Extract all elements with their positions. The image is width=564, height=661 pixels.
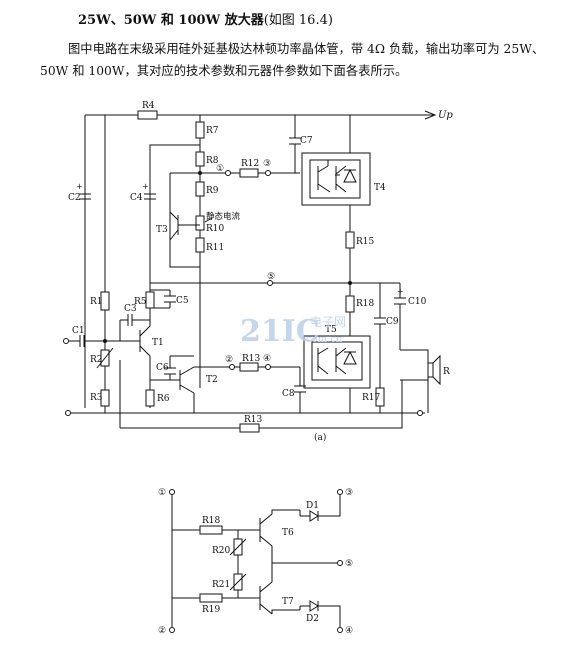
label-r10: R10 <box>206 224 225 234</box>
label-r13: R13 <box>242 354 261 364</box>
label-r14: R13 <box>244 415 263 425</box>
label-c2: C2 <box>68 193 81 203</box>
circuit-b: ① ② R18 R19 R20 R21 T6 T7 D1 ③ <box>158 488 353 636</box>
label-r8: R8 <box>206 156 219 166</box>
label-r19-b: R19 <box>202 605 221 615</box>
label-t5: T5 <box>325 325 337 335</box>
label-c4: C4 <box>130 193 143 203</box>
label-c8: C8 <box>282 389 295 399</box>
label-c7: C7 <box>300 136 313 146</box>
node-1-b: ① <box>158 488 166 498</box>
watermark-main: 21IC <box>240 314 320 349</box>
label-r11: R11 <box>206 243 224 253</box>
label-c3: C3 <box>124 304 137 314</box>
circuit-a: Up R4 C2 + R13 R1 R2 R3 C1 <box>63 101 453 443</box>
label-r12: R12 <box>241 159 259 169</box>
label-r3: R3 <box>90 393 103 403</box>
svg-text:+: + <box>76 182 83 191</box>
node-3-a: ③ <box>263 159 271 169</box>
watermark: 21IC 电子网 com.cn <box>240 314 346 349</box>
watermark-sub-2: com.cn <box>306 334 343 345</box>
watermark-sub-1: 电子网 <box>310 315 346 329</box>
label-r18: R18 <box>356 299 375 309</box>
label-c10: C10 <box>408 297 427 307</box>
label-c6: C6 <box>156 363 169 373</box>
label-r21-b: R21 <box>212 580 230 590</box>
node-1-a: ① <box>216 164 224 174</box>
node-4-b: ④ <box>345 626 353 636</box>
label-r2: R2 <box>90 355 103 365</box>
title-text: 25W、50W 和 100W 放大器 <box>78 13 264 28</box>
section-title: 25W、50W 和 100W 放大器(如图 16.4) <box>78 9 333 28</box>
label-t4: T4 <box>374 183 386 193</box>
label-t1: T1 <box>152 338 164 348</box>
supply-label: Up <box>438 110 453 121</box>
label-r15: R15 <box>356 237 375 247</box>
label-r6: R6 <box>157 394 170 404</box>
label-r4: R4 <box>142 101 155 111</box>
node-2-b: ② <box>158 626 166 636</box>
label-r7: R7 <box>206 126 219 136</box>
label-r17: R17 <box>362 393 381 403</box>
label-t7-b: T7 <box>282 597 294 607</box>
label-r5: R5 <box>134 297 147 307</box>
label-d2-b: D2 <box>306 614 319 624</box>
node-4-a: ④ <box>263 354 271 364</box>
node-3-b: ③ <box>345 488 353 498</box>
svg-text:+: + <box>397 287 404 296</box>
node-2-a: ② <box>225 355 233 365</box>
description-line-2: 50W 和 100W，其对应的技术参数和元器件参数如下面各表所示。 <box>40 64 408 78</box>
label-c9: C9 <box>386 317 399 327</box>
svg-text:+: + <box>142 182 149 191</box>
label-speaker: R <box>443 367 450 377</box>
label-r18-b: R18 <box>202 516 221 526</box>
description-line-1: 图中电路在末级采用硅外延基极达林顿功率晶体管，带 4Ω 负载，输出功率可为 25… <box>68 42 545 56</box>
figure-a-caption: (a) <box>314 432 326 443</box>
label-r1: R1 <box>90 297 103 307</box>
node-5-a: ⑤ <box>267 272 275 282</box>
node-5-b: ⑤ <box>345 559 353 569</box>
label-t2: T2 <box>206 375 218 385</box>
label-t6-b: T6 <box>282 528 294 538</box>
label-d1-b: D1 <box>306 501 319 511</box>
title-note: (如图 16.4) <box>263 13 333 28</box>
label-t3: T3 <box>156 225 168 235</box>
bias-current-label: 静态电流 <box>206 211 241 222</box>
label-c1: C1 <box>72 326 85 336</box>
label-r20-b: R20 <box>212 546 231 556</box>
description-paragraph: 图中电路在末级采用硅外延基极达林顿功率晶体管，带 4Ω 负载，输出功率可为 25… <box>40 38 545 82</box>
label-c5: C5 <box>176 296 189 306</box>
label-r9: R9 <box>206 186 219 196</box>
